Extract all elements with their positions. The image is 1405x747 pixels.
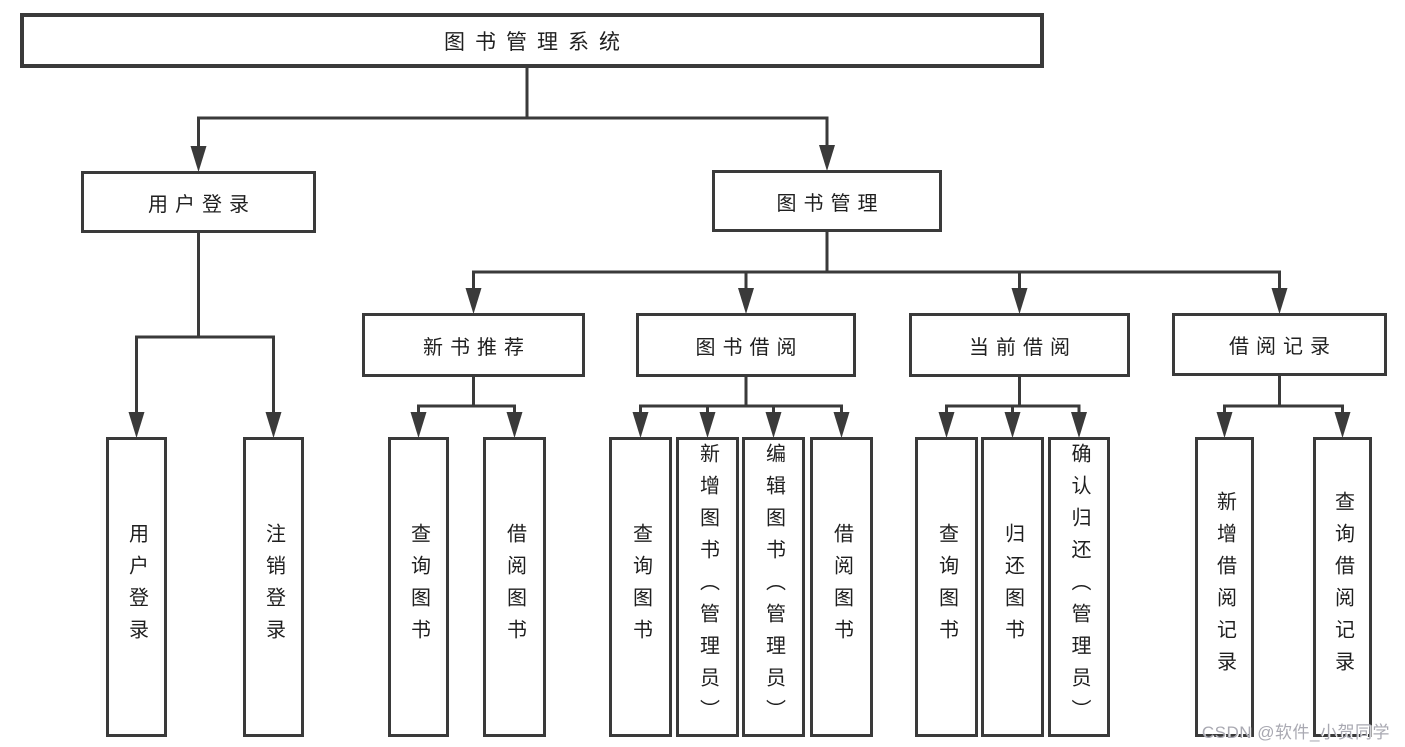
node-current-confirm-return-admin: 确认归还（管理员） xyxy=(1048,437,1110,737)
node-current-return-books-label: 归还图书 xyxy=(1001,523,1024,651)
node-new-book-recommend: 新书推荐 xyxy=(362,313,585,377)
node-book-management: 图书管理 xyxy=(712,170,942,232)
node-borrow-edit-books-admin-label: 编辑图书（管理员） xyxy=(762,443,785,731)
edge-new-book-recommend xyxy=(410,376,523,438)
node-current-borrow: 当前借阅 xyxy=(909,313,1130,377)
node-current-borrow-label: 当前借阅 xyxy=(969,336,1077,359)
node-records-add-record: 新增借阅记录 xyxy=(1195,437,1254,737)
node-borrow-add-books-admin-label: 新增图书（管理员） xyxy=(696,443,719,731)
node-user-login-label: 用户登录 xyxy=(148,193,256,216)
node-borrow-records-label: 借阅记录 xyxy=(1229,336,1337,358)
node-login-action: 用户登录 xyxy=(106,437,167,737)
node-borrow-borrow-books: 借阅图书 xyxy=(810,437,873,737)
node-recommend-borrow-books: 借阅图书 xyxy=(483,437,546,737)
edge-user-login xyxy=(128,232,282,438)
node-borrow-records: 借阅记录 xyxy=(1172,313,1387,376)
node-recommend-query-books: 查询图书 xyxy=(388,437,449,737)
node-new-book-recommend-label: 新书推荐 xyxy=(423,336,531,359)
node-records-add-record-label: 新增借阅记录 xyxy=(1213,491,1236,683)
edge-root xyxy=(190,67,835,172)
edge-borrow-records xyxy=(1216,375,1351,438)
node-records-query-record-label: 查询借阅记录 xyxy=(1331,491,1354,683)
edge-current-borrow xyxy=(938,376,1087,438)
node-book-borrow: 图书借阅 xyxy=(636,313,856,377)
node-borrow-query-books-label: 查询图书 xyxy=(629,523,652,651)
node-book-management-label: 图书管理 xyxy=(776,192,885,215)
edge-book-management xyxy=(465,231,1288,314)
node-user-login: 用户登录 xyxy=(81,171,316,233)
node-borrow-borrow-books-label: 借阅图书 xyxy=(830,523,853,651)
node-current-query-books: 查询图书 xyxy=(915,437,978,737)
node-current-confirm-return-admin-label: 确认归还（管理员） xyxy=(1068,443,1090,731)
node-current-query-books-label: 查询图书 xyxy=(935,523,958,651)
node-recommend-borrow-books-label: 借阅图书 xyxy=(503,523,526,651)
node-records-query-record: 查询借阅记录 xyxy=(1313,437,1372,737)
node-logout-action: 注销登录 xyxy=(243,437,304,737)
node-root-label: 图书管理系统 xyxy=(444,30,630,54)
node-recommend-query-books-label: 查询图书 xyxy=(407,523,430,651)
node-current-return-books: 归还图书 xyxy=(981,437,1044,737)
node-borrow-edit-books-admin: 编辑图书（管理员） xyxy=(742,437,805,737)
node-borrow-query-books: 查询图书 xyxy=(609,437,672,737)
node-book-borrow-label: 图书借阅 xyxy=(695,336,804,359)
node-logout-action-label: 注销登录 xyxy=(262,523,285,651)
edge-book-borrow xyxy=(632,376,850,438)
watermark: CSDN @软件_小贺同学 xyxy=(1201,723,1390,742)
node-root: 图书管理系统 xyxy=(20,13,1044,68)
node-login-action-label: 用户登录 xyxy=(125,523,148,651)
node-borrow-add-books-admin: 新增图书（管理员） xyxy=(676,437,739,737)
